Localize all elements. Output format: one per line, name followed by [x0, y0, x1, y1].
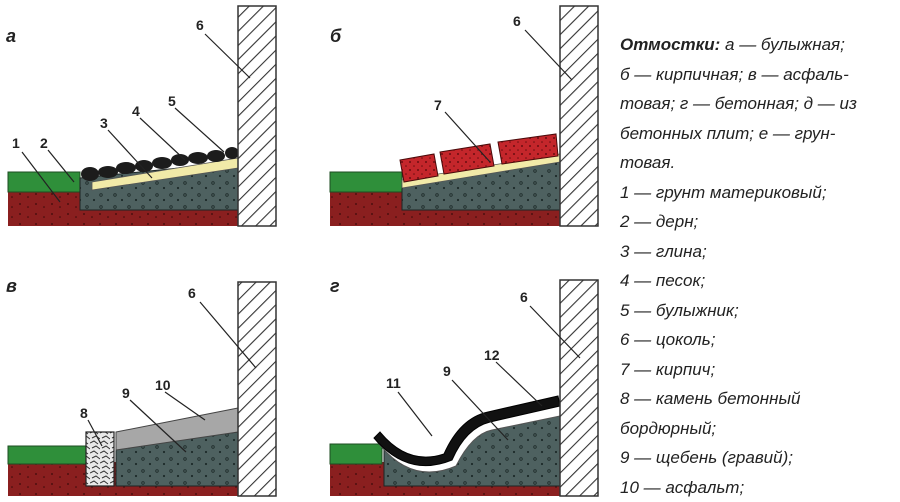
plinth-wall: [238, 282, 276, 496]
legend: Отмостки: а — булыжная; б — кирпичная; в…: [620, 30, 895, 502]
callout-6: 6: [520, 289, 528, 305]
panel-letter-b: б: [330, 26, 342, 46]
callout-6: 6: [513, 13, 521, 29]
panel-letter-g: г: [330, 276, 340, 296]
turf-layer: [330, 444, 382, 464]
legend-item: 10 — асфальт;: [620, 473, 895, 502]
turf-layer: [8, 172, 80, 192]
callout-9: 9: [443, 363, 451, 379]
legend-title-line: Отмостки: а — булыжная;: [620, 30, 895, 60]
callout-6: 6: [196, 17, 204, 33]
legend-title-text: бетонных плит; е — грун-: [620, 119, 895, 149]
legend-title-text: товая.: [620, 148, 895, 178]
callout-1: 1: [12, 135, 20, 151]
callout-3: 3: [100, 115, 108, 131]
blind-area-diagram: а 6 5: [0, 0, 610, 500]
panel-letter-a: а: [6, 26, 16, 46]
callout-7: 7: [434, 97, 442, 113]
legend-title-text: товая; г — бетонная; д — из: [620, 89, 895, 119]
legend-item: 9 — щебень (гравий);: [620, 443, 895, 473]
callout-9: 9: [122, 385, 130, 401]
turf-layer: [8, 446, 86, 464]
legend-item: 3 — глина;: [620, 237, 895, 267]
callout-2: 2: [40, 135, 48, 151]
turf-layer: [330, 172, 402, 192]
legend-item: 5 — булыжник;: [620, 296, 895, 326]
plinth-wall: [560, 280, 598, 496]
legend-title-text: а — булыжная;: [720, 35, 845, 54]
panel-a: а 6 5: [6, 6, 276, 226]
callout-4: 4: [132, 103, 140, 119]
panel-g: г 6 12 9 11: [330, 276, 598, 496]
panel-v: в 6 10 9 8: [6, 276, 276, 496]
legend-item: 2 — дерн;: [620, 207, 895, 237]
panel-b: б 6 7: [330, 6, 598, 226]
legend-item: 7 — кирпич;: [620, 355, 895, 385]
callout-10: 10: [155, 377, 171, 393]
plinth-wall: [560, 6, 598, 226]
legend-item: 8 — камень бетонный: [620, 384, 895, 414]
legend-title-text: б — кирпичная; в — асфаль-: [620, 60, 895, 90]
callout-12: 12: [484, 347, 500, 363]
legend-item: 1 — грунт материковый;: [620, 178, 895, 208]
plinth-wall: [238, 6, 276, 226]
curb-stone: [86, 432, 114, 486]
callout-8: 8: [80, 405, 88, 421]
legend-item: 6 — цоколь;: [620, 325, 895, 355]
legend-item: бордюрный;: [620, 414, 895, 444]
callout-5: 5: [168, 93, 176, 109]
callout-6: 6: [188, 285, 196, 301]
panel-letter-v: в: [6, 276, 17, 296]
callout-11: 11: [386, 375, 401, 391]
legend-title: Отмостки:: [620, 35, 720, 54]
legend-item: 4 — песок;: [620, 266, 895, 296]
